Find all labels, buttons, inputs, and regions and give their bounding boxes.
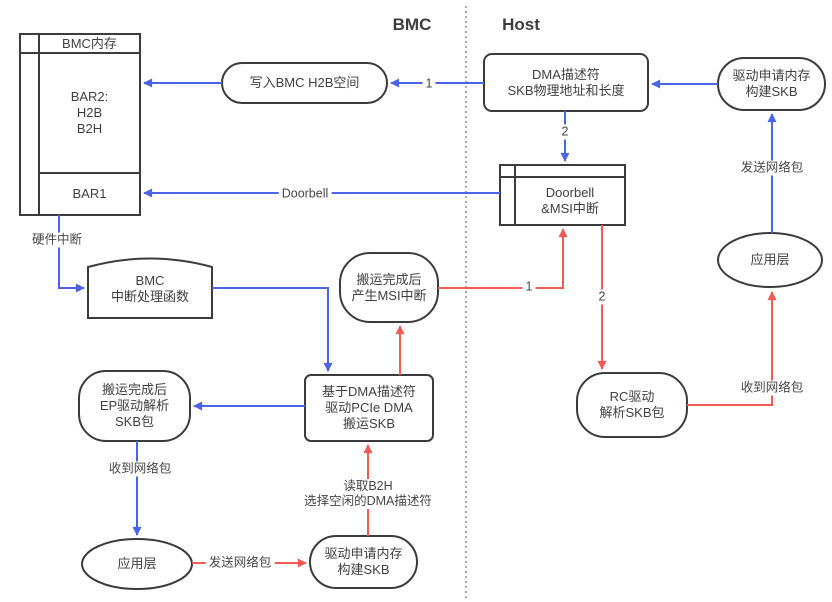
doorbell-edge-label: Doorbell: [278, 186, 332, 202]
edge-isr-to-dma-transfer: [212, 287, 333, 372]
bmc-lane-header: BMC: [392, 15, 432, 34]
msi-after-transfer-node: [339, 252, 439, 323]
edge-rc-parse-to-host-app: [687, 291, 777, 406]
red-step1-label: 1: [522, 279, 536, 295]
edge-msi-to-doorbell: [438, 228, 568, 289]
blue-step2-label: 2: [558, 124, 572, 140]
host-recv-packet-label: 收到网络包: [737, 380, 807, 396]
read-b2h-label: 读取B2H 选择空闲的DMA描述符: [301, 479, 435, 509]
edge-hw-interrupt-to-isr: [58, 215, 85, 293]
node-shapes: [19, 33, 826, 590]
ep-parse-skb-node: [78, 370, 191, 442]
blue-step1-label: 1: [422, 76, 436, 92]
dma-descriptor-node: [483, 53, 649, 112]
bmc-isr-node: [87, 257, 213, 319]
bmc-recv-packet-label: 收到网络包: [105, 461, 175, 477]
host-app-layer-node: [717, 232, 823, 288]
host-send-packet-label: 发送网络包: [737, 160, 807, 176]
red-step2-label: 2: [595, 289, 609, 305]
bmc-app-layer-node: [81, 538, 193, 590]
write-h2b-node: [221, 62, 388, 104]
doorbell-msi-box: [499, 164, 626, 226]
pcie-dma-transfer-node: [304, 374, 434, 442]
bmc-send-packet-label: 发送网络包: [205, 555, 275, 571]
hw-interrupt-edge-label: 硬件中断: [28, 232, 86, 248]
bmc-build-skb-node: [309, 535, 418, 589]
host-build-skb-node: [717, 57, 826, 111]
host-lane-header: Host: [502, 15, 540, 34]
rc-parse-skb-node: [576, 372, 688, 438]
